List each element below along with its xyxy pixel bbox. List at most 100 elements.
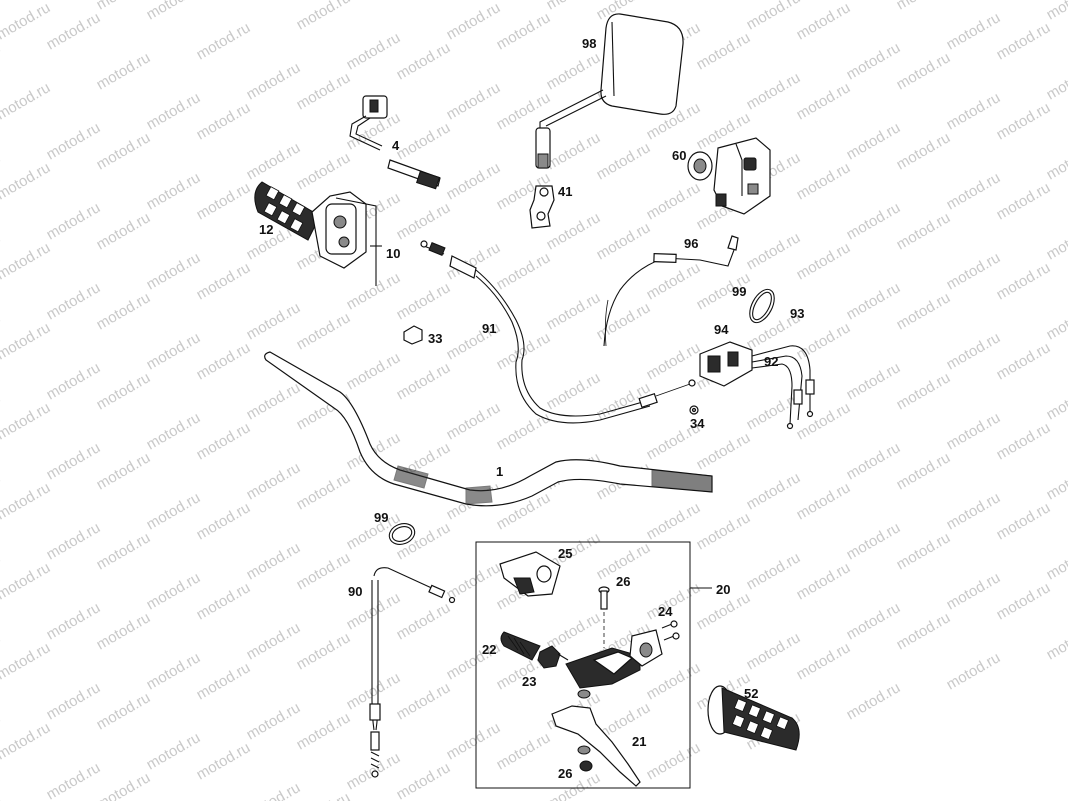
watermark-text: motod.ru xyxy=(194,259,254,303)
watermark-text: motod.ru xyxy=(0,789,3,801)
label-93: 93 xyxy=(790,306,804,321)
watermark-text: motod.ru xyxy=(244,539,304,583)
label-20: 20 xyxy=(716,582,730,597)
watermark-text: motod.ru xyxy=(894,0,954,13)
watermark-text: motod.ru xyxy=(944,9,1004,53)
watermark-text: motod.ru xyxy=(194,499,254,543)
watermark-text: motod.ru xyxy=(1044,539,1068,583)
watermark-text: motod.ru xyxy=(644,179,704,223)
watermark-text: motod.ru xyxy=(394,599,454,643)
watermark-text: motod.ru xyxy=(394,359,454,403)
cable-tie-99-lower xyxy=(388,523,416,545)
watermark-text: motod.ru xyxy=(894,289,954,333)
label-10: 10 xyxy=(386,246,400,261)
watermark-text: motod.ru xyxy=(0,399,53,443)
label-98: 98 xyxy=(582,36,596,51)
label-21: 21 xyxy=(632,734,646,749)
watermark-text: motod.ru xyxy=(894,609,954,653)
watermark-text: motod.ru xyxy=(444,399,504,443)
watermark-text: motod.ru xyxy=(594,299,654,343)
watermark-text: motod.ru xyxy=(94,529,154,573)
watermark-text: motod.ru xyxy=(594,219,654,263)
watermark-text: motod.ru xyxy=(844,679,904,723)
watermark-text: motod.ru xyxy=(244,299,304,343)
watermark-text: motod.ru xyxy=(194,179,254,223)
watermark-text: motod.ru xyxy=(194,99,254,143)
watermark-text: motod.ru xyxy=(394,279,454,323)
handlebar-1 xyxy=(264,351,713,507)
handlebar-knurl-center xyxy=(465,485,493,505)
watermark-text: motod.ru xyxy=(644,499,704,543)
label-24: 24 xyxy=(658,604,673,619)
mirror-clamp-41 xyxy=(529,185,555,229)
watermark-text: motod.ru xyxy=(294,0,354,33)
watermark-text: motod.ru xyxy=(794,639,854,683)
watermark-text: motod.ru xyxy=(294,789,354,801)
label-60: 60 xyxy=(672,148,686,163)
watermark-text: motod.ru xyxy=(1044,619,1068,663)
watermark-text: motod.ru xyxy=(994,179,1054,223)
adjuster-22 xyxy=(500,631,541,661)
watermark-text: motod.ru xyxy=(744,549,804,593)
watermark-text: motod.ru xyxy=(244,619,304,663)
watermark-text: motod.ru xyxy=(544,369,604,413)
watermark-text: motod.ru xyxy=(144,249,204,293)
lever-21 xyxy=(551,689,641,787)
throttle-grip-12 xyxy=(254,181,377,286)
watermark-text: motod.ru xyxy=(94,609,154,653)
label-94: 94 xyxy=(714,322,729,337)
mirror-98 xyxy=(535,13,684,169)
watermark-text: motod.ru xyxy=(544,769,604,801)
watermark-text: motod.ru xyxy=(544,49,604,93)
watermark-text: motod.ru xyxy=(0,39,3,83)
watermark-text: motod.ru xyxy=(594,139,654,183)
watermark-text: motod.ru xyxy=(394,759,454,801)
watermark-text: motod.ru xyxy=(0,159,53,203)
watermark-text: motod.ru xyxy=(994,499,1054,543)
watermark-text: motod.ru xyxy=(994,19,1054,63)
watermark-text: motod.ru xyxy=(844,119,904,163)
watermark-text: motod.ru xyxy=(294,549,354,593)
cover-25 xyxy=(499,551,561,597)
label-12: 12 xyxy=(259,222,273,237)
label-96: 96 xyxy=(684,236,698,251)
watermark-text: motod.ru xyxy=(1044,299,1068,343)
watermark-text: motod.ru xyxy=(294,69,354,113)
nut-26-lower xyxy=(579,760,593,772)
nut-33 xyxy=(403,325,423,345)
watermark-text: motod.ru xyxy=(94,49,154,93)
watermark-text: motod.ru xyxy=(544,129,604,173)
watermark-text: motod.ru xyxy=(144,409,204,453)
throttle-cable-91 xyxy=(420,240,696,424)
watermark-text: motod.ru xyxy=(944,489,1004,533)
watermark-text: motod.ru xyxy=(844,439,904,483)
watermark-text: motod.ru xyxy=(344,349,404,393)
clutch-cable-90 xyxy=(369,567,456,778)
label-34: 34 xyxy=(690,416,705,431)
watermark-text: motod.ru xyxy=(494,89,554,133)
bolt-23 xyxy=(537,645,569,669)
watermark-text: motod.ru xyxy=(194,419,254,463)
watermark-text: motod.ru xyxy=(894,129,954,173)
watermark-text: motod.ru xyxy=(244,779,304,801)
watermark-text: motod.ru xyxy=(844,199,904,243)
cable-tie-99-upper xyxy=(749,288,775,324)
watermark-text: motod.ru xyxy=(644,259,704,303)
watermark-text: motod.ru xyxy=(144,0,204,23)
watermark-text: motod.ru xyxy=(744,629,804,673)
watermark-text: motod.ru xyxy=(844,359,904,403)
watermark-text: motod.ru xyxy=(194,739,254,783)
watermark-text: motod.ru xyxy=(44,519,104,563)
watermark-text: motod.ru xyxy=(694,509,754,553)
label-4: 4 xyxy=(392,138,400,153)
label-33: 33 xyxy=(428,331,442,346)
watermark-text: motod.ru xyxy=(44,439,104,483)
watermark-text: motod.ru xyxy=(444,159,504,203)
watermark-text: motod.ru xyxy=(694,429,754,473)
label-41: 41 xyxy=(558,184,572,199)
watermark-text: motod.ru xyxy=(344,29,404,73)
watermark-text: motod.ru xyxy=(894,529,954,573)
watermark-text: motod.ru xyxy=(894,209,954,253)
watermark-text: motod.ru xyxy=(794,79,854,123)
